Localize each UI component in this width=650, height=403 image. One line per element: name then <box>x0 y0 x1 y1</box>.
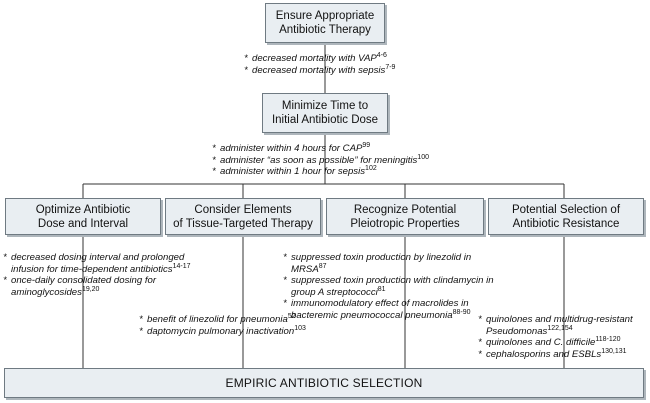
note-item: decreased mortality with sepsis7-9 <box>244 63 444 77</box>
node-text: Antibiotic Resistance <box>512 217 620 230</box>
node-text: Consider Elements <box>194 203 292 216</box>
node-text: Initial Antibiotic Dose <box>271 114 379 126</box>
note-item: administer “as soon as possible” for men… <box>212 153 472 167</box>
node-text: Ensure Appropriate <box>275 10 375 22</box>
note-item: suppressed toxin production with clindam… <box>283 275 495 298</box>
note-item: decreased mortality with VAP4-6 <box>244 52 444 65</box>
node-text: Dose and Interval <box>37 217 129 230</box>
note-item: suppressed toxin production by linezolid… <box>283 252 495 275</box>
note-item: administer within 4 hours for CAP99 <box>212 142 472 155</box>
note-item: quinolones and multidrug-resistant Pseud… <box>478 314 648 337</box>
node-text: Optimize Antibiotic <box>35 203 131 216</box>
node-text: Recognize Potential <box>353 203 457 216</box>
node-text: Potential Selection of <box>511 203 621 216</box>
note-item: cephalosporins and ESBLs130,131 <box>478 347 648 361</box>
node-text: Antibiotic Therapy <box>279 24 371 36</box>
node-text: of Tissue-Targeted Therapy <box>173 217 313 230</box>
note-item: immunomodulatory effect of macrolides in… <box>283 298 495 321</box>
note-item: quinolones and C. difficile118-120 <box>478 336 648 349</box>
node-empiric: EMPIRIC ANTIBIOTIC SELECTION <box>4 368 644 398</box>
notes-minimize: administer within 4 hours for CAP99 admi… <box>212 142 472 178</box>
node-minimize: Minimize Time to Initial Antibiotic Dose <box>262 93 388 133</box>
node-text: Minimize Time to <box>281 100 369 112</box>
notes-ensure: decreased mortality with VAP4-6 decrease… <box>244 52 444 77</box>
note-item: administer within 1 hour for sepsis102 <box>212 165 472 178</box>
node-text: Pleiotropic Properties <box>350 217 460 230</box>
node-text: EMPIRIC ANTIBIOTIC SELECTION <box>225 376 423 390</box>
notes-resistance: quinolones and multidrug-resistant Pseud… <box>478 314 648 360</box>
note-item: once-daily consolidated dosing for amino… <box>3 275 211 298</box>
notes-optimize: decreased dosing interval and prolonged … <box>3 252 211 298</box>
note-item: decreased dosing interval and prolonged … <box>3 252 211 275</box>
note-item: daptomycin pulmonary inactivation103 <box>139 324 329 338</box>
notes-pleiotropic: suppressed toxin production by linezolid… <box>283 252 495 321</box>
